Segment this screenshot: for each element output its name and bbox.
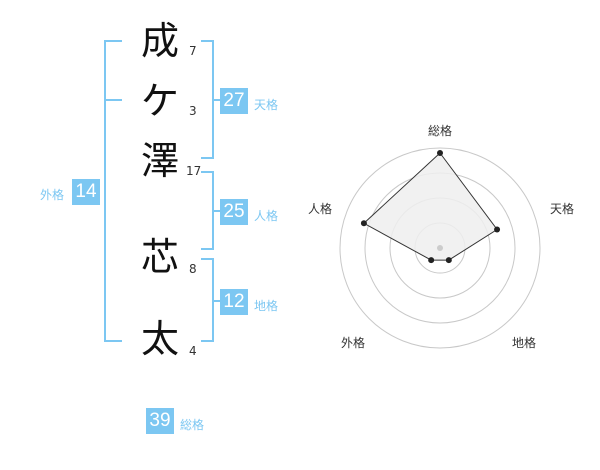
name-char-2: ケ — [140, 79, 179, 123]
chikaku-bracket-tick — [214, 300, 222, 302]
stroke-count-4: 8 — [189, 262, 197, 276]
radar-chart: 総格 天格 地格 外格 人格 — [308, 123, 574, 350]
radar-axis-label-tenkaku: 天格 — [550, 201, 574, 216]
name-char-5: 太 — [140, 317, 179, 361]
radar-point-2 — [494, 226, 501, 233]
tenkaku-bracket — [201, 40, 214, 159]
jinkaku-label: 人格 — [254, 209, 279, 223]
radar-point-4 — [428, 257, 435, 264]
soukaku-score: 39 — [146, 408, 174, 434]
radar-point-5 — [360, 220, 367, 227]
radar-axis-label-jinkaku: 人格 — [308, 201, 332, 216]
gaikaku-bracket-tick — [104, 99, 122, 101]
chikaku-bracket — [201, 258, 214, 342]
gaikaku-bracket — [104, 40, 122, 342]
jinkaku-bracket — [201, 171, 214, 250]
radar-axis-label-soukaku: 総格 — [428, 123, 452, 138]
tenkaku-bracket-tick — [214, 99, 222, 101]
stroke-count-5: 4 — [189, 344, 197, 358]
jinkaku-bracket-tick — [214, 210, 222, 212]
radar-axis-label-chikaku: 地格 — [512, 335, 536, 350]
chikaku-label: 地格 — [254, 299, 279, 313]
gaikaku-score: 14 — [72, 179, 100, 205]
radar-axis-label-gaikaku: 外格 — [341, 335, 365, 350]
chikaku-score: 12 — [220, 289, 248, 315]
stroke-count-1: 7 — [189, 44, 197, 58]
radar-center-dot — [437, 245, 443, 251]
soukaku-label: 総格 — [180, 418, 205, 432]
name-char-4: 芯 — [140, 235, 179, 279]
name-char-3: 澤 — [140, 139, 179, 183]
tenkaku-label: 天格 — [254, 98, 279, 112]
radar-ring — [339, 147, 541, 349]
stroke-count-2: 3 — [189, 104, 197, 118]
radar-point-1 — [437, 150, 443, 156]
gaikaku-label: 外格 — [40, 188, 65, 202]
jinkaku-score: 25 — [220, 199, 248, 225]
radar-point-3 — [445, 257, 452, 264]
tenkaku-score: 27 — [220, 88, 248, 114]
stroke-count-3: 17 — [186, 164, 202, 178]
name-char-1: 成 — [140, 19, 179, 63]
radar-polygon — [363, 152, 498, 261]
